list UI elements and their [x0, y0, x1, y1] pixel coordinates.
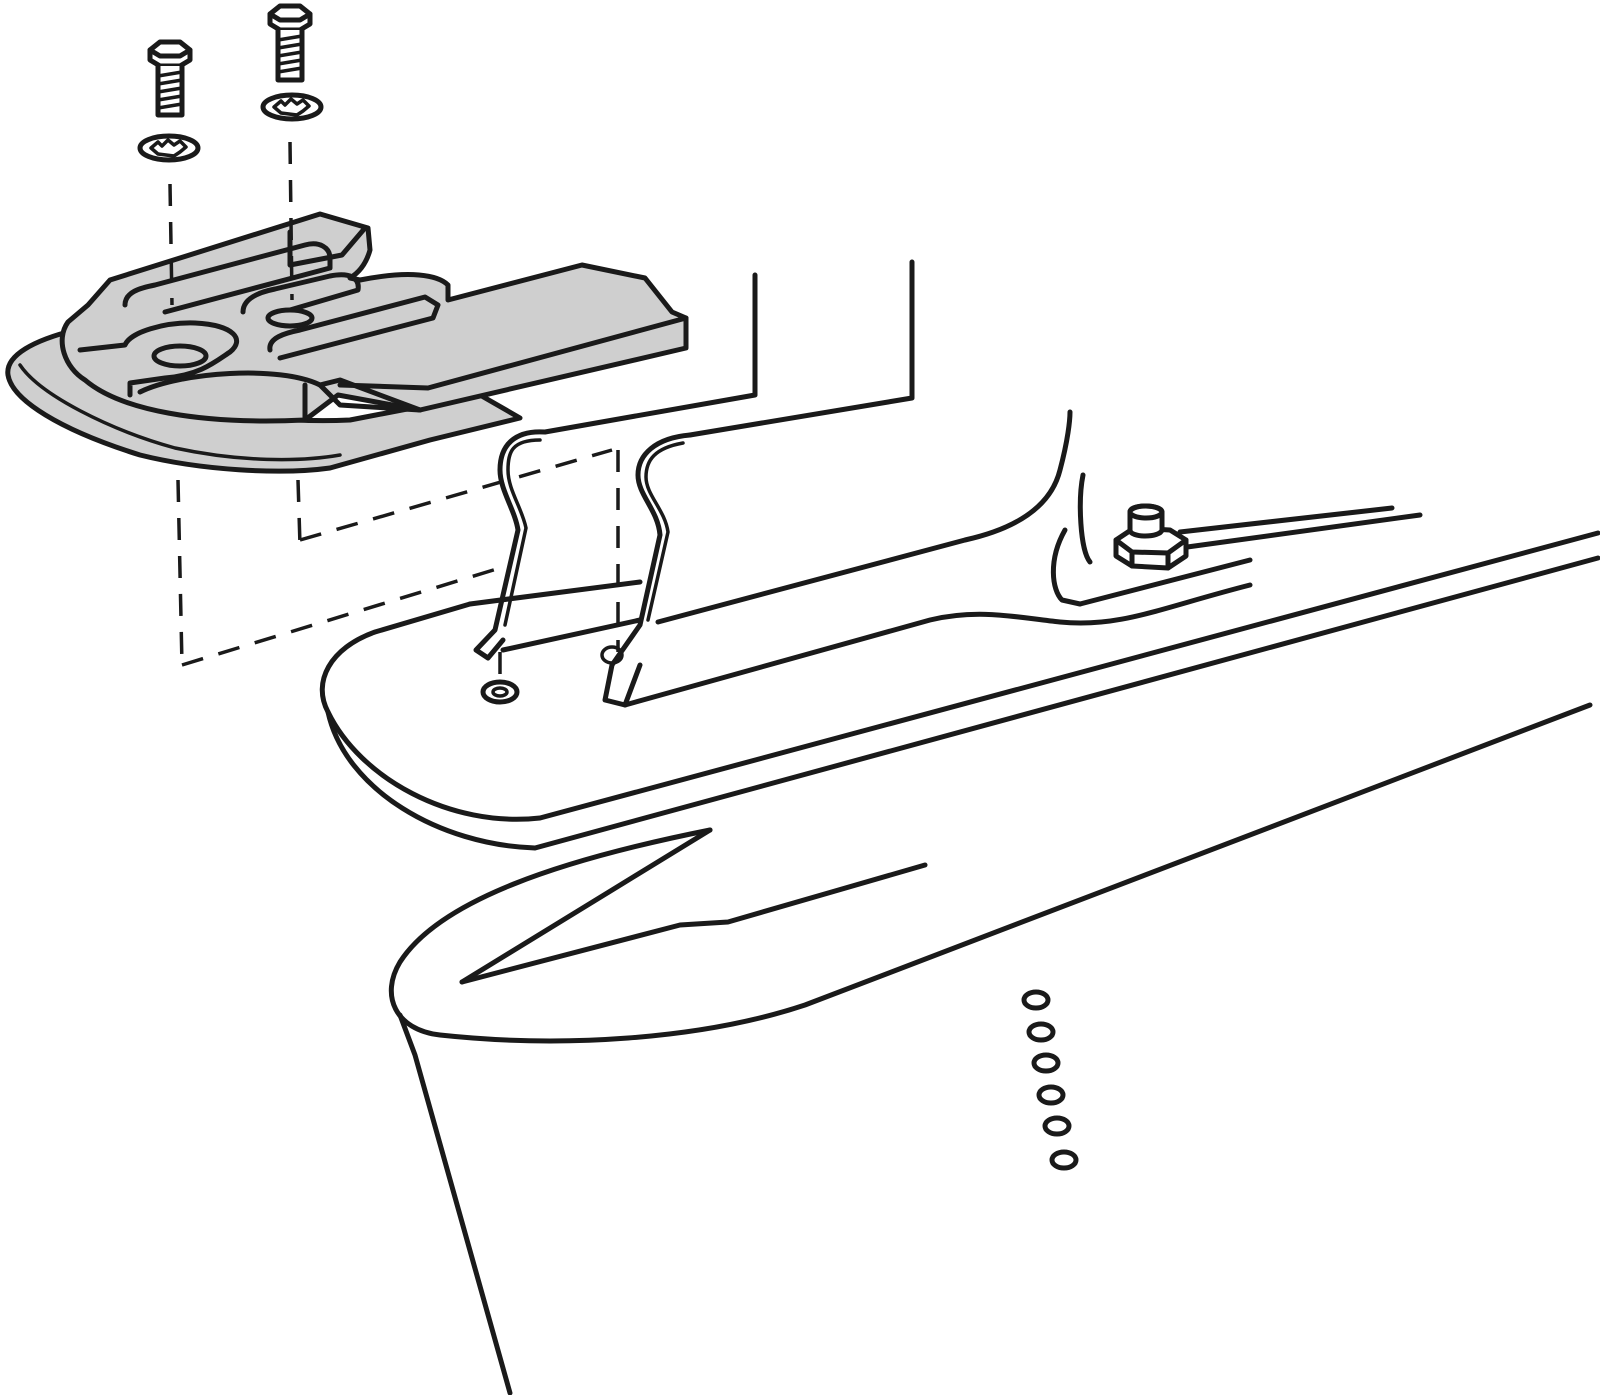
- gearcase-housing: [388, 702, 1593, 1395]
- anti-cavitation-plate: [319, 530, 1600, 851]
- assembly-guide-lines: [168, 141, 620, 676]
- star-lock-washer-icon: [260, 92, 324, 122]
- trim-tab-anode-plate: [5, 211, 689, 474]
- hex-bolt-icon: [147, 39, 193, 118]
- star-lock-washer-icon: [137, 133, 201, 163]
- plate-hole-1: [151, 343, 209, 369]
- water-intake-holes: [1021, 989, 1079, 1171]
- hex-bolt-icon: [267, 3, 313, 83]
- mounting-bracket: [473, 259, 1423, 708]
- mounting-hole: [480, 679, 520, 705]
- plate-hole-2: [265, 307, 315, 329]
- hex-nut-icon: [1113, 503, 1189, 571]
